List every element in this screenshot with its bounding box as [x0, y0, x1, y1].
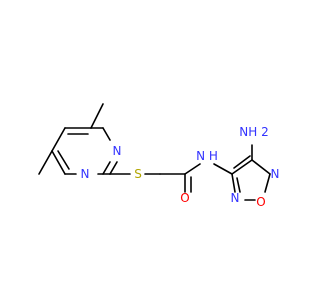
- bond: [57, 150, 70, 170]
- bond: [51, 127, 66, 152]
- atom-label: O: [256, 195, 265, 209]
- atom-label: N: [81, 167, 90, 181]
- molecule-structure: N N S O N H NH 2 N O N: [38, 103, 280, 209]
- bond: [231, 159, 253, 175]
- bond: [251, 159, 271, 175]
- bond: [51, 150, 66, 175]
- atom-label: O: [180, 191, 189, 205]
- bond: [90, 103, 104, 129]
- atom-label: N: [271, 167, 280, 181]
- atom-label: S: [134, 167, 142, 181]
- bond: [109, 161, 118, 175]
- bond-lines: [38, 103, 271, 201]
- bond: [264, 173, 271, 193]
- atom-label: N H: [196, 149, 218, 163]
- atom-label: N: [231, 191, 240, 205]
- atom-label: NH 2: [239, 125, 268, 139]
- bond: [184, 163, 201, 175]
- bond: [102, 161, 111, 175]
- atom-labels: N N S O N H NH 2 N O N: [81, 125, 280, 209]
- bond: [38, 150, 53, 175]
- bond: [102, 127, 111, 141]
- bond: [236, 177, 241, 193]
- atom-label: N: [113, 144, 122, 158]
- bond: [231, 173, 236, 193]
- bond: [213, 163, 233, 175]
- bond: [233, 155, 251, 169]
